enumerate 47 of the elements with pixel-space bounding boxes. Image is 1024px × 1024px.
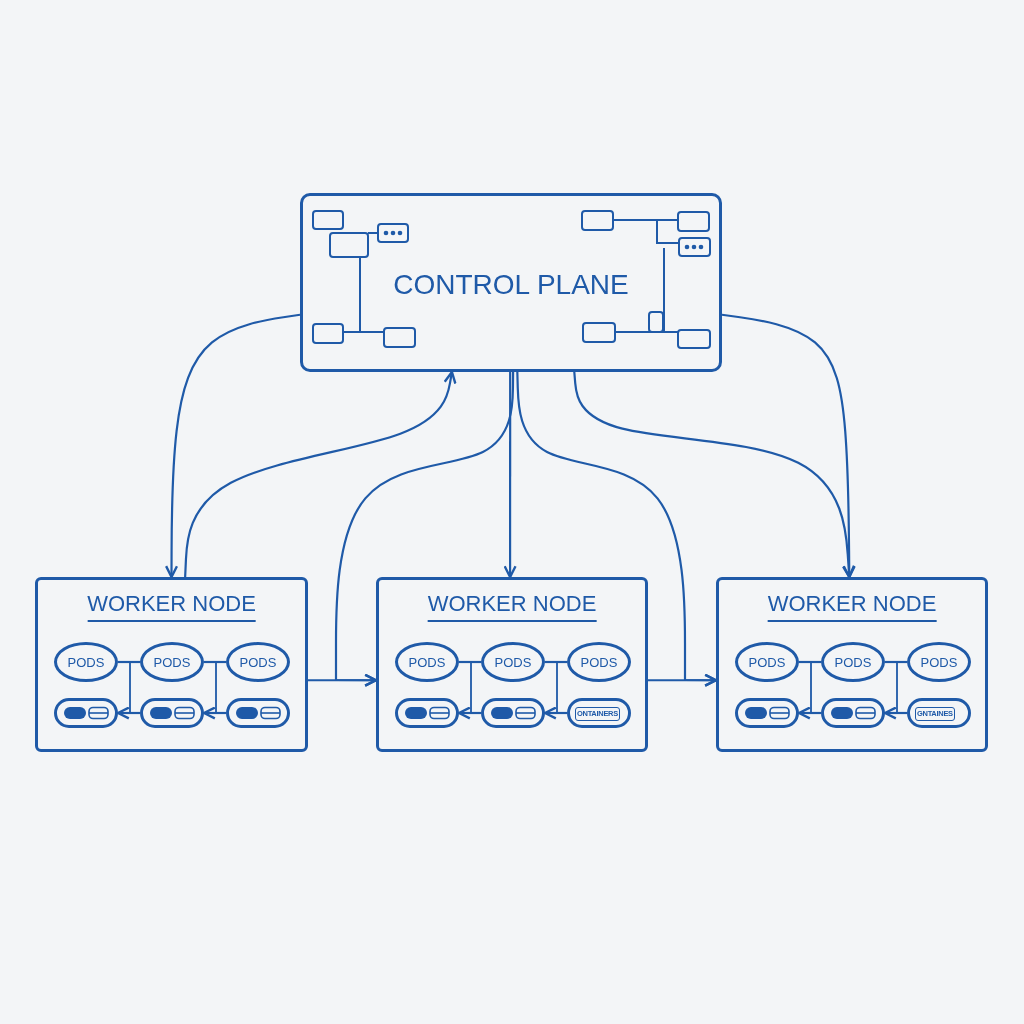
box-title: WORKER NODE xyxy=(427,593,597,622)
pod-ellipse xyxy=(567,642,631,682)
pod-ellipse xyxy=(735,642,799,682)
pod-label: PODS xyxy=(238,656,278,669)
worker-node-box xyxy=(35,577,308,752)
container-pill xyxy=(481,698,545,728)
container-pill xyxy=(140,698,204,728)
container-pill xyxy=(395,698,459,728)
worker-node-box xyxy=(716,577,988,752)
box-title: WORKER NODE xyxy=(87,593,256,622)
arrow xyxy=(202,661,217,720)
pod-ellipse xyxy=(140,642,204,682)
arrow xyxy=(883,661,898,720)
container-pill xyxy=(54,698,118,728)
pod-ellipse xyxy=(226,642,290,682)
arrow xyxy=(164,313,301,579)
container-pill xyxy=(226,698,290,728)
pod-label: PODS xyxy=(407,656,447,669)
arrow xyxy=(573,371,856,579)
pod-ellipse xyxy=(821,642,885,682)
pod-label: PODS xyxy=(493,656,533,669)
container-pill xyxy=(735,698,799,728)
arrow xyxy=(797,661,812,720)
arrow xyxy=(457,661,472,720)
container-pill xyxy=(821,698,885,728)
pod-label: PODS xyxy=(66,656,106,669)
pod-label: PODS xyxy=(152,656,192,669)
pod-label: PODS xyxy=(833,656,873,669)
arrow xyxy=(648,673,718,687)
box-title: WORKER NODE xyxy=(767,593,937,622)
container-pill xyxy=(567,698,631,728)
pod-ellipse xyxy=(481,642,545,682)
worker-node-box xyxy=(376,577,648,752)
box-title: CONTROL PLANE xyxy=(392,271,630,299)
arrow xyxy=(503,372,517,579)
arrow xyxy=(184,370,457,578)
pod-ellipse xyxy=(54,642,118,682)
pod-label: PODS xyxy=(747,656,787,669)
pod-ellipse xyxy=(395,642,459,682)
pod-ellipse xyxy=(907,642,971,682)
arrow xyxy=(116,661,131,720)
container-pill xyxy=(907,698,971,728)
arrow xyxy=(308,673,378,687)
pod-label: PODS xyxy=(579,656,619,669)
pod-label: PODS xyxy=(919,656,959,669)
arrow xyxy=(543,661,558,720)
control-plane-box xyxy=(300,193,722,372)
